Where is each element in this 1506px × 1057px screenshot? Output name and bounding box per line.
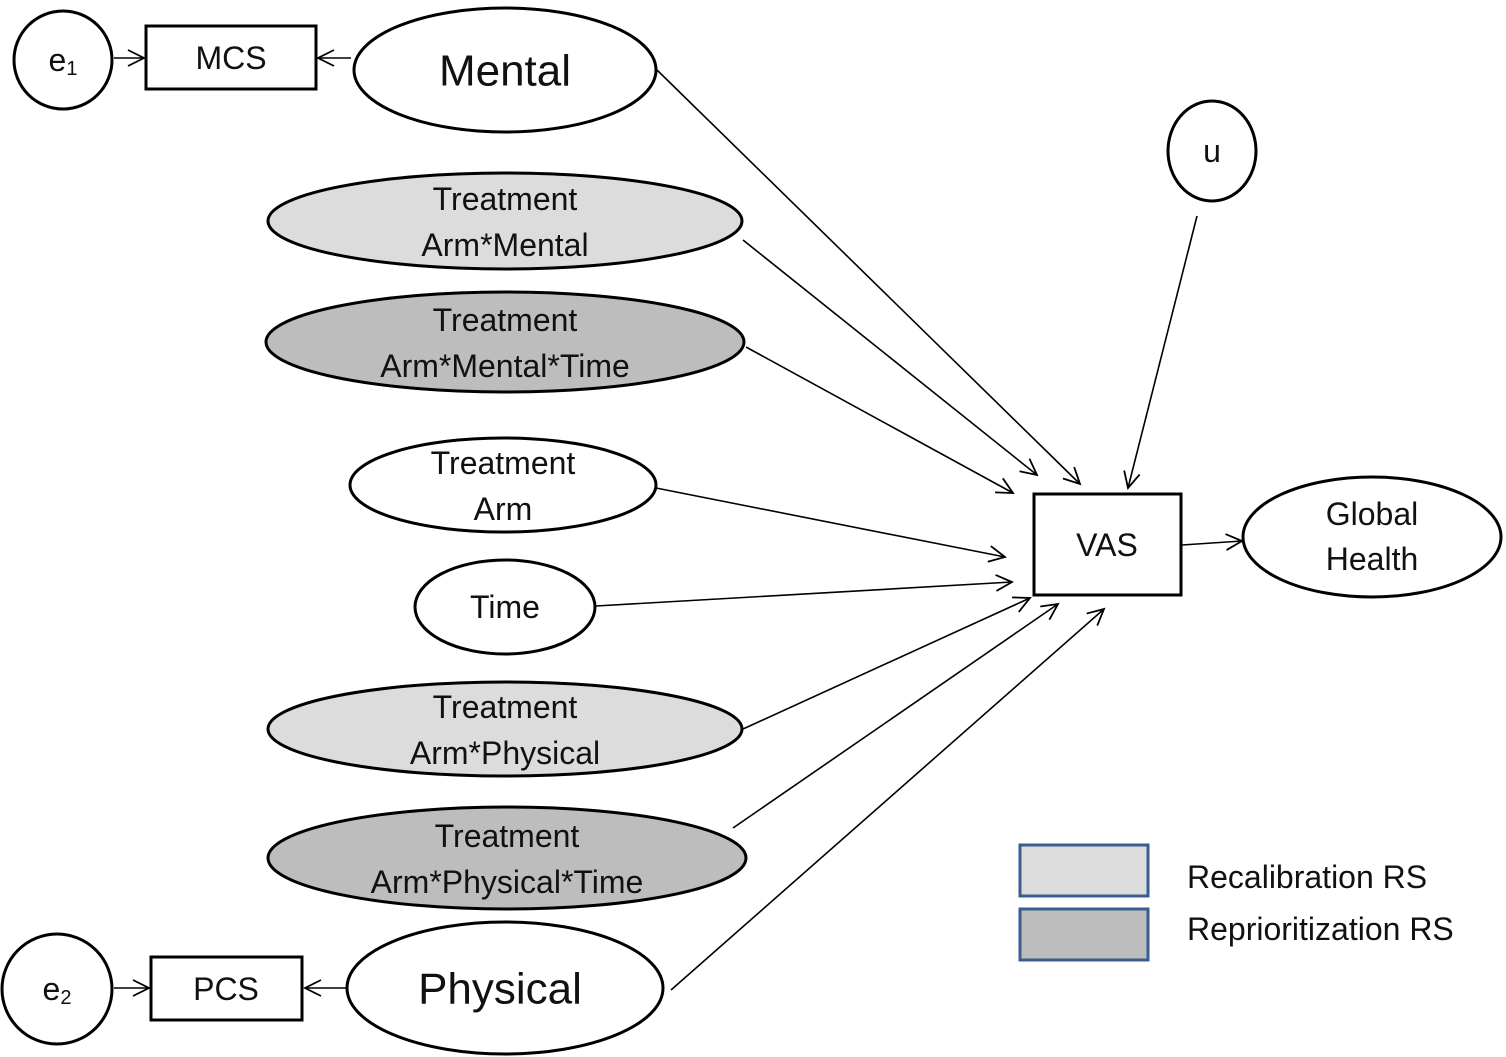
node-time: Time [413, 558, 597, 656]
node-arm-mental-time-shape [264, 290, 746, 394]
node-e1: e1 [12, 9, 114, 111]
node-physical-label: Physical [418, 965, 582, 1014]
edge-mental-to-vas [656, 69, 1080, 484]
node-vas: VAS [1032, 492, 1183, 597]
node-pcs: PCS [149, 955, 304, 1022]
node-arm-mental-time-line1: Treatment [433, 302, 578, 338]
node-vas-shape [1032, 492, 1183, 597]
node-global-health-line1: Global [1326, 496, 1419, 532]
legend-label-recalibration: Recalibration RS [1187, 859, 1427, 895]
node-mcs: MCS [144, 24, 318, 91]
node-mental-shape [352, 6, 658, 134]
node-pcs-shape [149, 955, 304, 1022]
node-u-label: u [1203, 133, 1221, 169]
edge-treatment-arm-to-vas [655, 487, 1005, 557]
node-arm-physical-line1: Treatment [433, 689, 578, 725]
edge-vas-to-global-health [1181, 541, 1242, 545]
node-u: u [1166, 99, 1258, 203]
node-arm-physical-time-line2: Arm*Physical*Time [371, 864, 644, 900]
edge-physical-to-vas [670, 609, 1104, 991]
node-mcs-shape [144, 24, 318, 91]
edge-arm-physical-to-vas [742, 598, 1030, 730]
node-arm-physical: Treatment Arm*Physical [266, 680, 744, 778]
edge-u-to-vas [1128, 215, 1198, 488]
edge-time-to-vas [595, 582, 1012, 607]
node-mental-label: Mental [439, 47, 571, 96]
node-e1-shape [12, 9, 114, 111]
node-arm-mental-shape [266, 171, 744, 271]
node-vas-label: VAS [1076, 527, 1138, 563]
legend: Recalibration RS Reprioritization RS [1018, 843, 1454, 962]
node-global-health: Global Health [1241, 475, 1503, 599]
node-arm-physical-time-line1: Treatment [435, 818, 580, 854]
node-physical-shape [345, 920, 665, 1056]
node-arm-physical-line2: Arm*Physical [410, 735, 600, 771]
node-e2-label: e2 [43, 971, 72, 1009]
node-arm-mental-time-line2: Arm*Mental*Time [380, 348, 630, 384]
node-treatment-arm-line2: Arm [474, 491, 533, 527]
node-arm-physical-time-shape [266, 805, 748, 911]
node-time-shape [413, 558, 597, 656]
edge-arm-mental-to-vas [742, 239, 1037, 475]
node-time-label: Time [470, 589, 540, 625]
node-u-shape [1166, 99, 1258, 203]
edge-arm-mental-time-to-vas [745, 346, 1013, 493]
node-arm-mental: Treatment Arm*Mental [266, 171, 744, 271]
node-arm-physical-time: Treatment Arm*Physical*Time [266, 805, 748, 911]
node-pcs-label: PCS [193, 971, 259, 1007]
node-treatment-arm-line1: Treatment [431, 445, 576, 481]
node-mcs-label: MCS [195, 40, 266, 76]
node-arm-mental-line1: Treatment [433, 181, 578, 217]
legend-swatch-reprioritization [1018, 907, 1150, 962]
legend-label-reprioritization: Reprioritization RS [1187, 911, 1454, 947]
node-e2: e2 [0, 932, 114, 1046]
legend-swatch-recalibration [1018, 843, 1150, 898]
node-treatment-arm-shape [348, 436, 658, 534]
node-global-health-shape [1241, 475, 1503, 599]
node-arm-physical-shape [266, 680, 744, 778]
node-physical: Physical [345, 920, 665, 1056]
edge-arm-physical-time-to-vas [732, 604, 1058, 829]
node-arm-mental-line2: Arm*Mental [421, 227, 588, 263]
node-mental: Mental [352, 6, 658, 134]
node-e1-label: e1 [49, 42, 78, 80]
node-arm-mental-time: Treatment Arm*Mental*Time [264, 290, 746, 394]
node-treatment-arm: Treatment Arm [348, 436, 658, 534]
edges [114, 58, 1242, 990]
node-global-health-line2: Health [1326, 541, 1419, 577]
node-e2-shape [0, 932, 114, 1046]
